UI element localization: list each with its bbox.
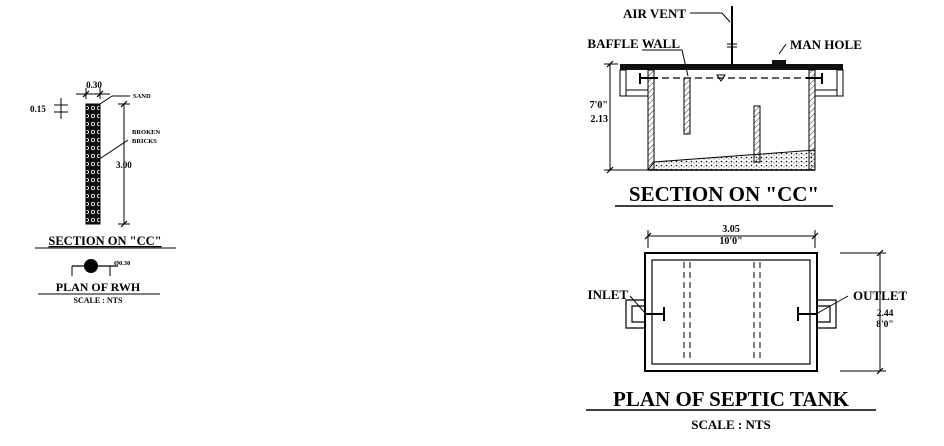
- rwh-dim-side: 0.15: [30, 104, 46, 114]
- man-hole-label: MAN HOLE: [790, 37, 862, 52]
- width-ft: 8'0": [876, 320, 893, 330]
- height-m: 2.13: [591, 114, 609, 125]
- top-slab: [620, 64, 843, 70]
- rwh-scale: SCALE : NTS: [74, 296, 123, 305]
- bottom-slab: [647, 149, 816, 171]
- rwh-plan: Ø0.30 PLAN OF RWH SCALE : NTS: [38, 259, 160, 305]
- tank-outer-wall: [644, 252, 818, 372]
- baffle-wall-label: BAFFLE WALL: [587, 36, 680, 51]
- rwh-pit-fill: [85, 103, 101, 225]
- rwh-dim-depth: 3.00: [116, 160, 132, 170]
- rwh-label-broken-2: BRICKS: [132, 138, 157, 145]
- length-ft: 10'0": [719, 236, 742, 247]
- rwh-dim-top: 0.30: [86, 80, 102, 90]
- rwh-section-title: SECTION ON "CC": [48, 234, 161, 248]
- septic-section: AIR VENT BAFFLE WALL MAN HOLE: [587, 6, 862, 207]
- septic-scale: SCALE : NTS: [691, 417, 770, 432]
- tank-inner-wall: [651, 259, 811, 365]
- septic-plan: 3.05 10'0" INLET OUTLET 2.44 8'0" PLAN O: [586, 224, 908, 432]
- left-wall: [647, 69, 655, 171]
- air-vent-label: AIR VENT: [623, 6, 686, 21]
- length-m: 3.05: [722, 224, 740, 235]
- septic-section-title: SECTION ON "CC": [629, 182, 819, 206]
- rwh-label-sand: SAND: [133, 93, 151, 100]
- rwh-plan-dia: Ø0.30: [114, 260, 130, 267]
- manhole-cover: [772, 60, 786, 64]
- rwh-label-broken-1: BROKEN: [132, 129, 160, 136]
- baffle-left: [683, 77, 691, 135]
- height-ft: 7'0": [590, 100, 608, 111]
- inlet-label: INLET: [588, 287, 629, 302]
- rwh-plan-title: PLAN OF RWH: [56, 280, 141, 294]
- width-m: 2.44: [877, 309, 894, 319]
- rwh-plan-pit: [84, 259, 98, 273]
- rwh-section: 0.30 0.15 SAND BROKEN BRICKS 3.00 SECTIO…: [30, 80, 176, 249]
- septic-plan-title: PLAN OF SEPTIC TANK: [613, 387, 850, 411]
- baffle-right: [753, 105, 761, 163]
